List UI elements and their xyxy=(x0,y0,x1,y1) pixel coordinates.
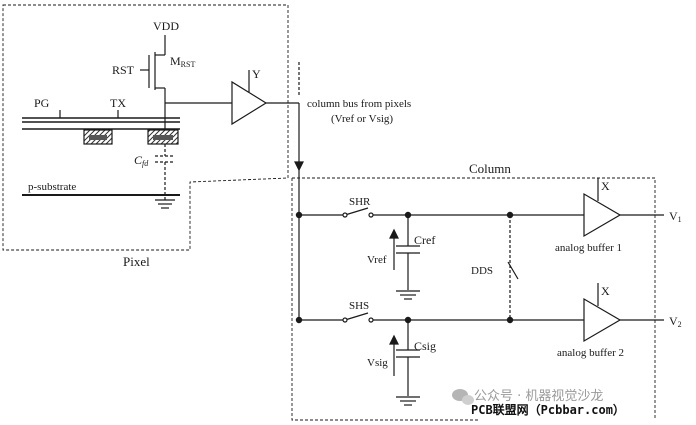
pixel-boundary xyxy=(2,4,289,251)
rst-label: RST xyxy=(112,63,135,77)
shr-label: SHR xyxy=(349,196,371,208)
watermark: 公众号 · 机器视觉沙龙 PCB联盟网（Pcbbar.com） xyxy=(452,389,625,417)
photogate-structure xyxy=(22,110,180,145)
watermark-line1: 公众号 · 机器视觉沙龙 xyxy=(474,389,603,404)
shs-path xyxy=(295,283,664,406)
cfd-capacitor xyxy=(155,144,175,200)
x-bottom-label: X xyxy=(601,284,610,298)
pixel-label: Pixel xyxy=(123,254,150,269)
v1-label: V1 xyxy=(669,209,682,224)
analog-buffer-2-label: analog buffer 2 xyxy=(557,347,624,359)
wechat-icon xyxy=(452,389,474,405)
x-top-label: X xyxy=(601,179,610,193)
column-bus-label-line2: (Vref or Vsig) xyxy=(331,113,393,125)
analog-buffer-1-label: analog buffer 1 xyxy=(555,242,622,254)
column-bus-label-line1: column bus from pixels xyxy=(307,98,411,110)
csig-label: Csig xyxy=(414,339,436,353)
pixel-amplifier xyxy=(165,70,299,126)
column-boundary xyxy=(291,177,656,421)
cfd-label: Cfd xyxy=(134,153,149,168)
pixel-ground-icon xyxy=(155,199,175,209)
dds-label: DDS xyxy=(471,265,493,277)
watermark-line2: PCB联盟网（Pcbbar.com） xyxy=(471,402,625,417)
tx-label: TX xyxy=(110,96,126,110)
shr-path xyxy=(295,178,664,318)
pg-label: PG xyxy=(34,96,50,110)
p-substrate-label: p-substrate xyxy=(28,181,76,193)
v2-label: V2 xyxy=(669,314,682,329)
shs-label: SHS xyxy=(349,300,369,312)
mrst-label: MRST xyxy=(170,54,195,69)
column-bus xyxy=(294,62,304,320)
vref-label: Vref xyxy=(367,254,387,266)
vdd-label: VDD xyxy=(153,19,179,33)
cref-label: Cref xyxy=(414,233,435,247)
vsig-label: Vsig xyxy=(367,357,388,369)
reset-transistor xyxy=(140,35,166,130)
column-label: Column xyxy=(469,161,511,176)
y-label: Y xyxy=(252,67,261,81)
